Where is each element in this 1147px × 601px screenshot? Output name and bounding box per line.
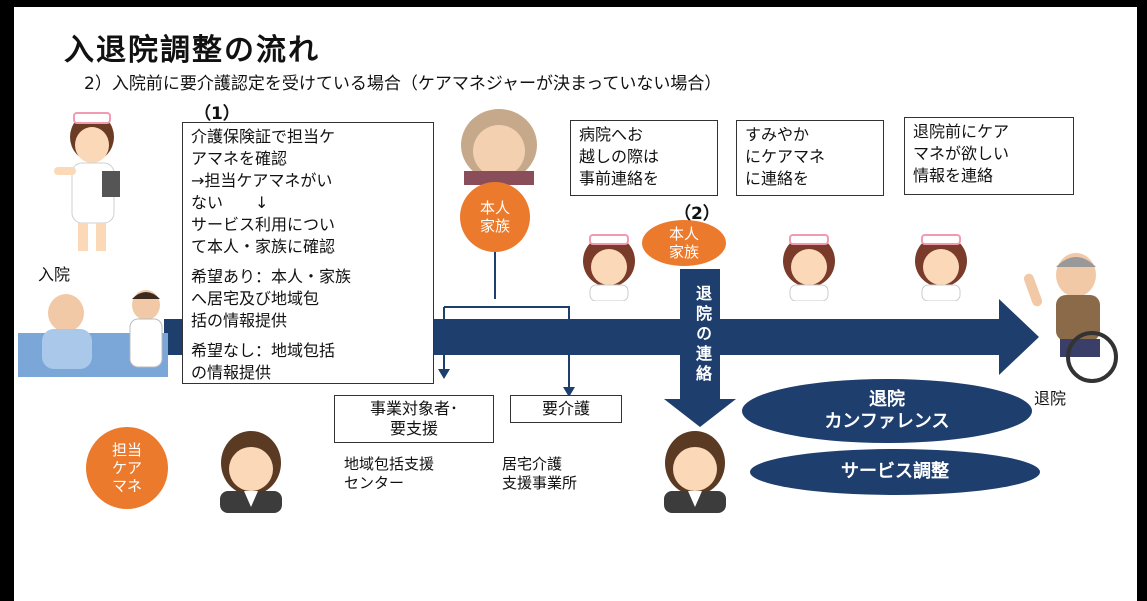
insurance-line: 介護保険証で担当ケ [191, 127, 336, 146]
caremanager-badge-line: ケア [111, 459, 142, 477]
admission-label: 入院 [38, 265, 71, 284]
wheelchair-patient-icon [1023, 253, 1118, 383]
discharge-conference: 退院カンファレンス [742, 379, 1032, 443]
insurance-line: 括の情報提供 [191, 311, 288, 330]
caremanager-badge-line: マネ [111, 477, 142, 495]
family-badge-line: 家族 [668, 243, 699, 261]
family-badge: 本人家族 [460, 182, 530, 252]
insurance-line: サービス利用につい [191, 215, 336, 234]
label-line: 居宅介護 [502, 455, 563, 473]
support-box: 事業対象者･ 要支援 [334, 395, 494, 443]
box-line: 要支援 [389, 419, 438, 438]
caremanager-badge-line: 担当 [111, 441, 142, 459]
slide: 入退院調整の流れ 2）入院前に要介護認定を受けている場合（ケアマネジャーが決まっ… [14, 7, 1137, 601]
insurance-line: アマネを確認 [191, 149, 288, 168]
insurance-line: →担当ケアマネがい [191, 171, 333, 190]
family-badge-line: 本人 [668, 225, 699, 243]
caremanager-person-icon [664, 431, 726, 513]
box-line: 病院へお [579, 125, 644, 144]
box-line: 情報を連絡 [913, 166, 994, 185]
center-label: 地域包括支援 センター [344, 455, 434, 493]
insurance-line: 希望なし：地域包括 [191, 341, 336, 360]
care-box: 要介護 [510, 395, 622, 423]
family-badge-mid: 本人家族 [642, 220, 726, 266]
insurance-line: の情報提供 [191, 363, 272, 382]
page-title: 入退院調整の流れ [64, 33, 320, 68]
step-2-label: （2） [674, 204, 720, 224]
page-subtitle: 2）入院前に要介護認定を受けている場合（ケアマネジャーが決まっていない場合） [84, 74, 722, 94]
nurse-icon [783, 234, 835, 301]
label-line: 支援事業所 [502, 474, 578, 492]
info-before-discharge-box: 退院前にケア マネが欲しい 情報を連絡 [904, 117, 1074, 195]
box-line: すみやか [745, 125, 810, 144]
nurse-icon [54, 112, 120, 251]
box-line: にケアマネ [745, 147, 826, 166]
box-line: 事業対象者･ [369, 399, 458, 418]
box-line: 事前連絡を [579, 169, 660, 188]
box-line: マネが欲しい [913, 144, 1010, 163]
insurance-line: て本人・家族に確認 [191, 237, 336, 256]
insurance-line: へ居宅及び地域包 [191, 289, 320, 308]
insurance-check-box: 介護保険証で担当ケ アマネを確認 →担当ケアマネがい ない ↓ サービス利用につ… [182, 122, 434, 384]
label-line: 地域包括支援 [344, 455, 435, 473]
insurance-line: 希望あり：本人・家族 [191, 267, 352, 286]
patient-doctor-icon [18, 290, 168, 377]
branch-arrowhead-left [438, 369, 450, 379]
label-line: センター [344, 474, 405, 492]
box-line: 退院前にケア [913, 122, 1010, 141]
quick-contact-box: すみやか にケアマネ に連絡を [736, 120, 884, 196]
insurance-line: ない ↓ [191, 193, 269, 212]
box-line: 越しの際は [579, 147, 660, 166]
caremanager-person-icon [220, 431, 282, 513]
box-line: に連絡を [745, 169, 810, 188]
family-person-icon [461, 109, 537, 185]
hospital-contact-box: 病院へお 越しの際は 事前連絡を [570, 120, 718, 196]
discharge-label: 退院 [1034, 389, 1067, 408]
discharge-notice-text: 退院の連絡 [693, 285, 712, 385]
step-1-label: （1） [194, 104, 240, 124]
nurse-icon [583, 234, 635, 301]
family-badge-line: 家族 [479, 217, 510, 235]
family-badge-line: 本人 [479, 199, 510, 217]
conference-line: カンファレンス [824, 411, 950, 432]
nurse-icon [915, 234, 967, 301]
branch-arrowhead-right [563, 387, 575, 397]
office-label: 居宅介護 支援事業所 [502, 455, 577, 493]
caremanager-badge: 担当 ケア マネ [86, 427, 168, 509]
service-adjustment: サービス調整 [750, 449, 1040, 495]
branch-line-right [444, 306, 570, 389]
conference-line: 退院 [868, 389, 905, 410]
flow-arrows [164, 237, 1039, 427]
main-flow-arrow [164, 299, 1039, 375]
discharge-notice-arrow [664, 269, 736, 427]
